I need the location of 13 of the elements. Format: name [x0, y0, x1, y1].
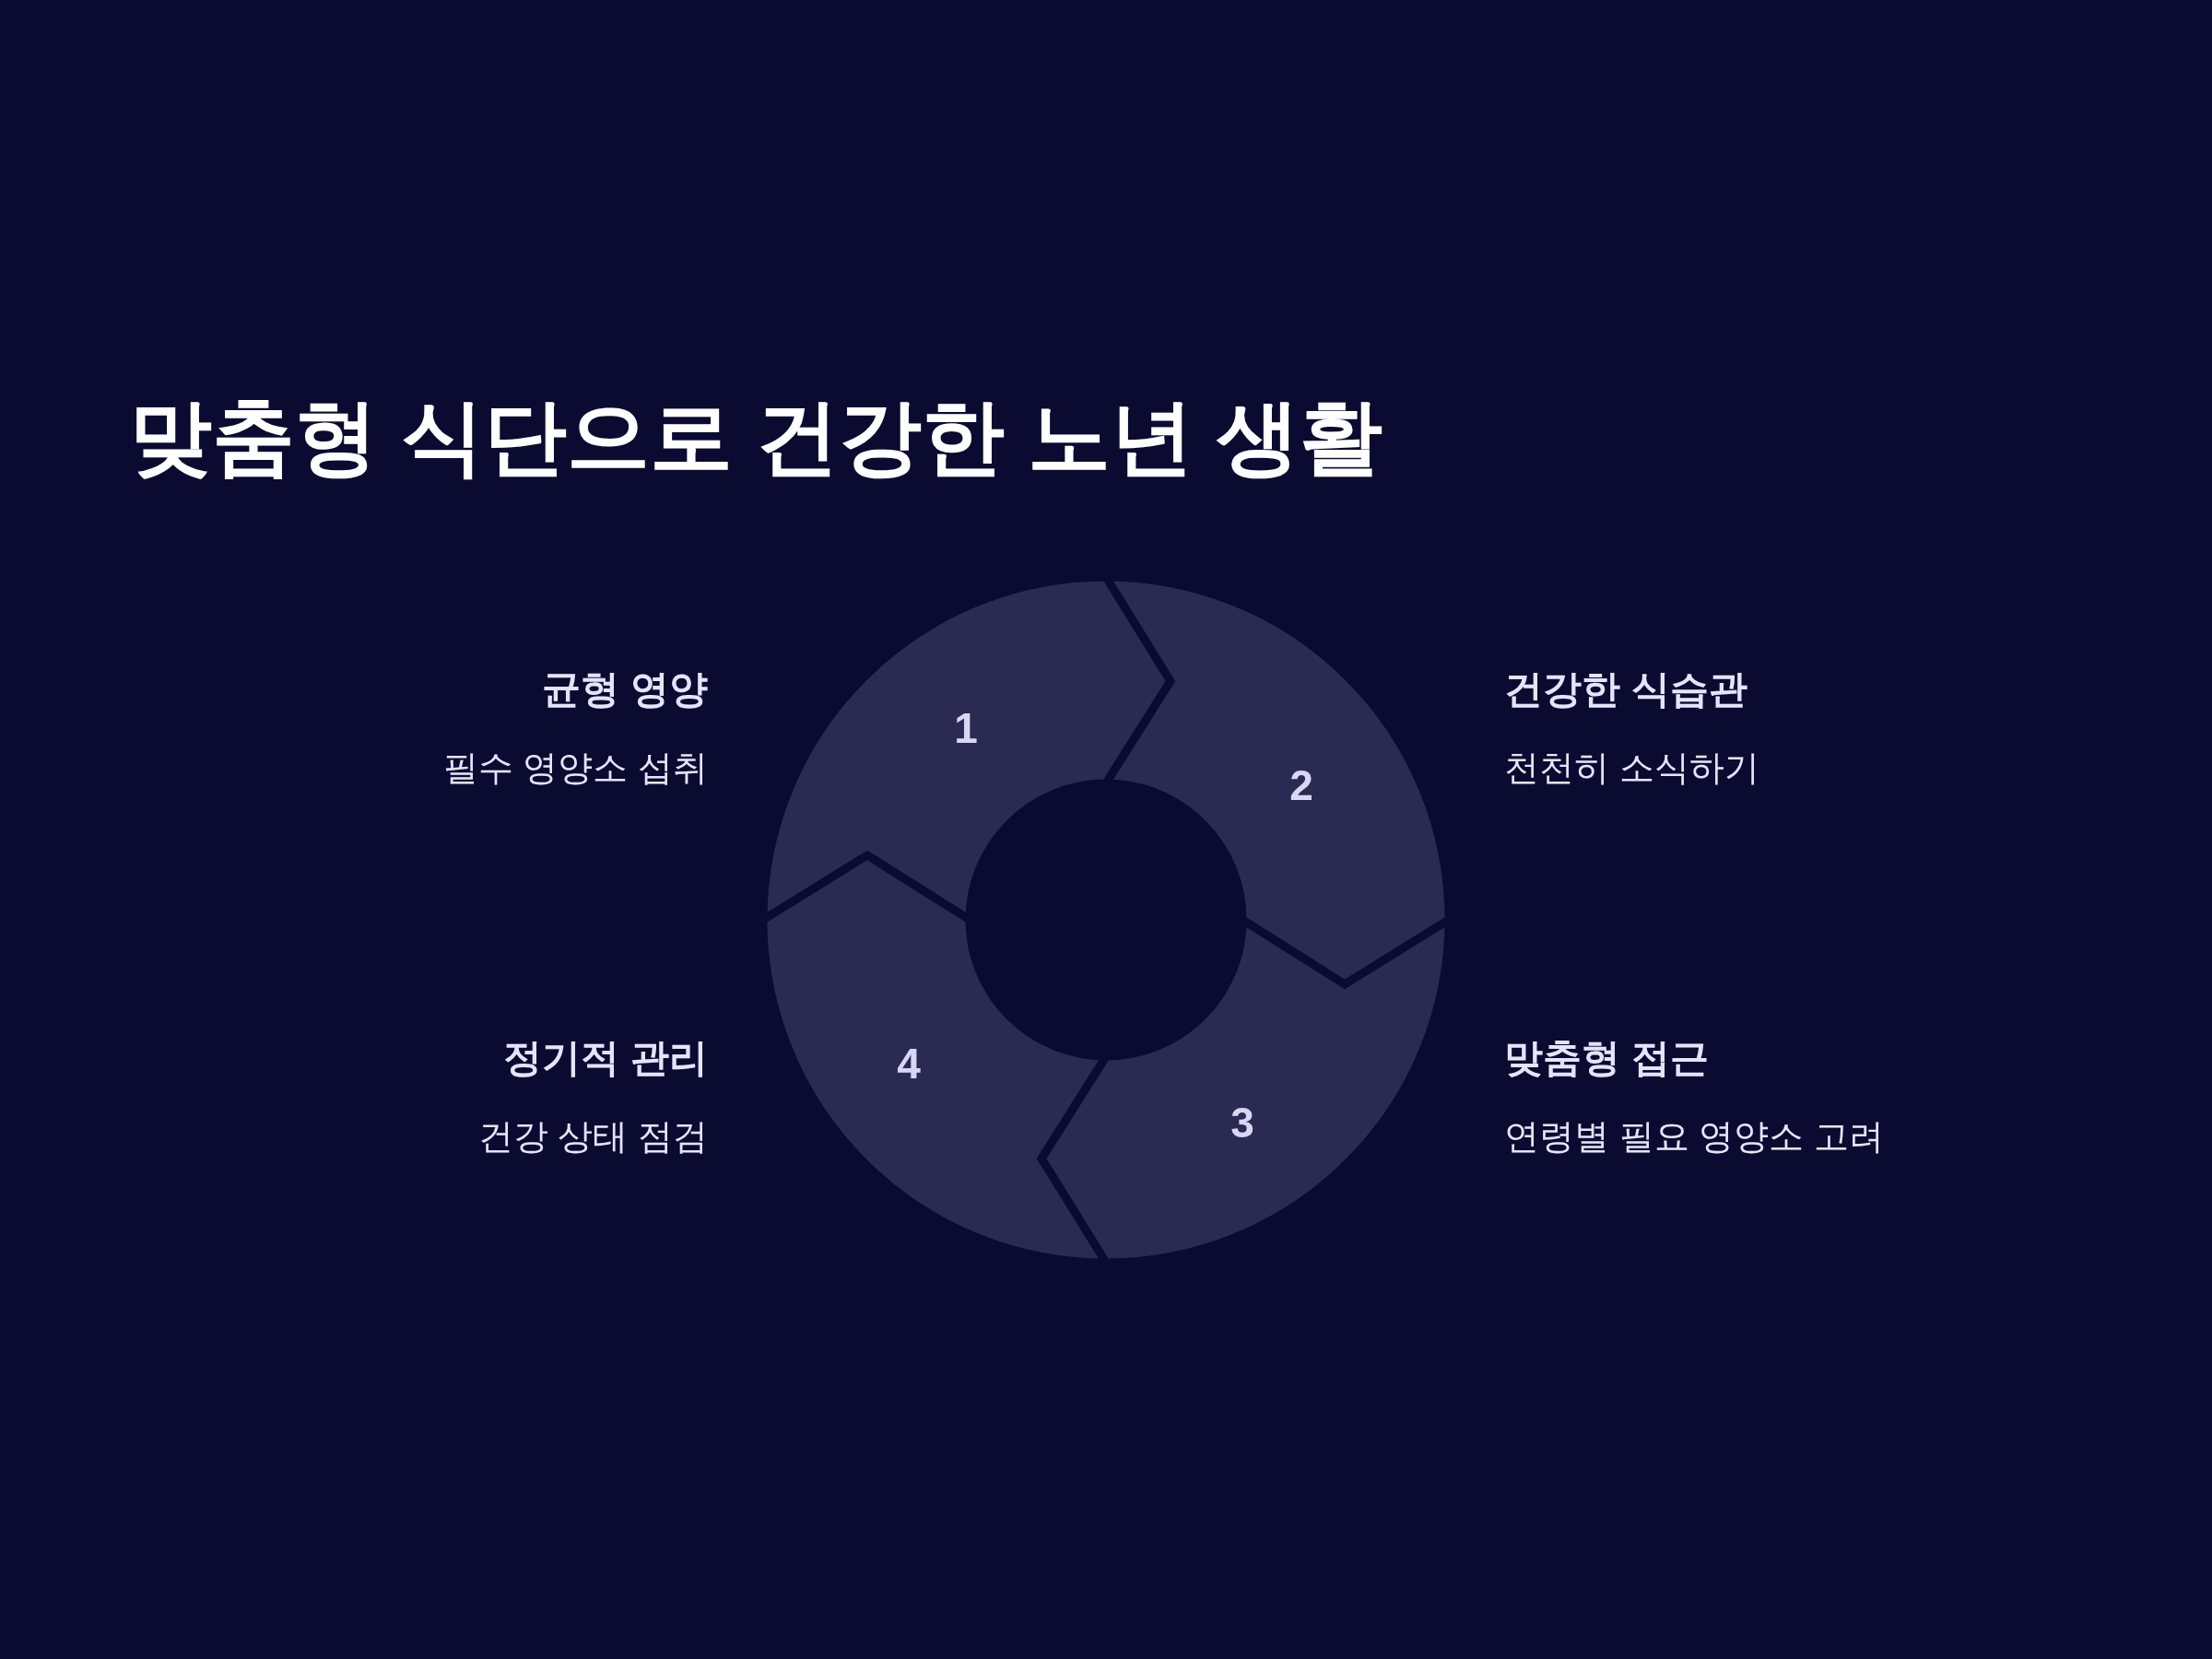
step-heading: 맞춤형 접근 [1504, 1034, 1709, 1081]
step-description: 건강 상태 점검 [477, 1116, 708, 1159]
step-description: 필수 영양소 섭취 [442, 747, 708, 790]
step-number: 4 [897, 1042, 921, 1085]
step-number: 1 [954, 707, 978, 749]
step-heading: 건강한 식습관 [1504, 665, 1747, 712]
step-number: 2 [1289, 764, 1313, 806]
step-number: 3 [1230, 1101, 1254, 1144]
step-description: 천천히 소식하기 [1504, 747, 1759, 790]
step-heading: 정기적 관리 [503, 1034, 708, 1081]
step-description: 연령별 필요 영양소 고려 [1504, 1116, 1884, 1159]
title: 맞춤형 식단으로 건강한 노년 생활 [129, 390, 1383, 485]
step-heading: 균형 영양 [542, 665, 708, 712]
